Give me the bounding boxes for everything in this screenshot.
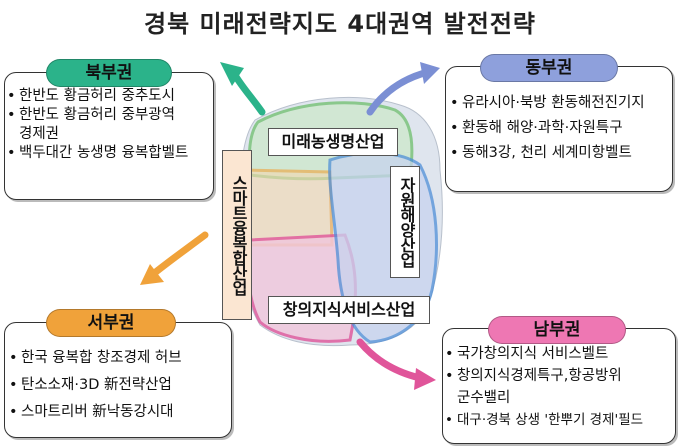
west-arrow-head: [140, 264, 164, 285]
east-region-list: 유라시아·북방 환동해전진기지 환동해 해양·과학·자원특구 동해3강, 천리 …: [446, 67, 672, 166]
list-item: 스마트리버 新낙동강시대: [9, 399, 227, 426]
east-arrow-head: [420, 62, 440, 84]
west-region-tag: 서부권: [46, 309, 176, 337]
south-region-list: 국가창의지식 서비스벨트 창의지식경제특구,항공방위 군수밸리 대구·경북 상생…: [443, 329, 675, 431]
list-item: 탄소소재·3D 新전략산업: [9, 372, 227, 399]
smart-industry-label: 스마트융복합산업: [222, 150, 252, 320]
north-region-list: 한반도 황금허리 중추도시 한반도 황금허리 중부광역 경제권 백두대간 농생명…: [5, 73, 213, 163]
north-arrow-head: [220, 62, 244, 86]
east-arrow: [366, 68, 432, 116]
south-region-tag: 남부권: [488, 316, 626, 344]
list-item: 동해3강, 천리 세계미항벨트: [450, 141, 668, 166]
list-item: 국가창의지식 서비스벨트: [445, 343, 671, 365]
west-region-list: 한국 융복합 창조경제 허브 탄소소재·3D 新전략산업 스마트리버 新낙동강시…: [5, 323, 231, 426]
agro-industry-label: 미래농생명산업: [268, 128, 398, 156]
east-region-box: 유라시아·북방 환동해전진기지 환동해 해양·과학·자원특구 동해3강, 천리 …: [445, 66, 673, 192]
north-region-box: 한반도 황금허리 중추도시 한반도 황금허리 중부광역 경제권 백두대간 농생명…: [4, 72, 214, 200]
marine-industry-label: 자원해양산업: [390, 166, 420, 278]
list-item: 경제권: [19, 126, 60, 142]
north-region-tag: 북부권: [46, 59, 172, 87]
list-item: 환동해 해양·과학·자원특구: [450, 116, 668, 141]
west-arrow: [148, 231, 209, 279]
list-item: 한반도 황금허리 중부광역: [7, 106, 209, 125]
list-item: 백두대간 농생명 융복합벨트: [7, 144, 209, 163]
list-item: 창의지식경제특구,항공방위: [445, 365, 671, 387]
list-item: 대구·경북 상생 '한뿌기 경제'필드: [445, 409, 671, 431]
west-zone: [239, 168, 334, 247]
west-region-box: 한국 융복합 창조경제 허브 탄소소재·3D 新전략산업 스마트리버 新낙동강시…: [4, 322, 232, 438]
list-item: 군수밸리: [457, 390, 511, 406]
list-item: 한반도 황금허리 중추도시: [7, 87, 209, 106]
service-industry-label: 창의지식서비스산업: [268, 296, 430, 324]
east-region-tag: 동부권: [480, 54, 618, 82]
page-title: 경북 미래전략지도 4대권역 발전전략: [144, 10, 536, 38]
south-arrow: [356, 338, 424, 382]
south-arrow-head: [414, 368, 436, 390]
south-region-box: 국가창의지식 서비스벨트 창의지식경제특구,항공방위 군수밸리 대구·경북 상생…: [442, 328, 676, 444]
list-item: 유라시아·북방 환동해전진기지: [450, 91, 668, 116]
list-item: 한국 융복합 창조경제 허브: [9, 345, 227, 372]
